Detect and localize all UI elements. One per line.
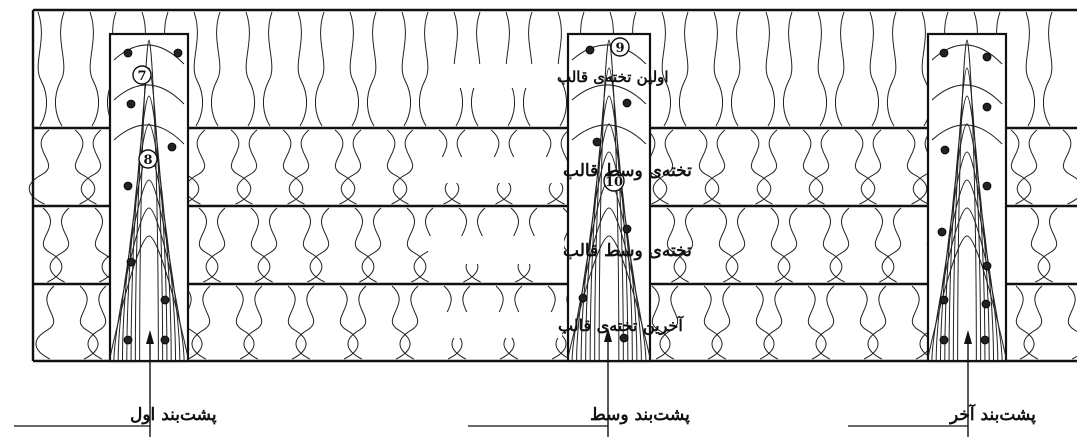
svg-text:8: 8 [143, 153, 152, 168]
cleat-arrow-middle [604, 328, 612, 437]
nail [173, 48, 183, 58]
nail [160, 335, 170, 345]
board-labels: اولین تخته‌ی قالب تخته‌ی وسط قالب تخته‌ی… [426, 64, 692, 338]
nail-number-9: 9 [610, 37, 630, 57]
svg-text:9: 9 [615, 41, 624, 56]
nail [123, 335, 133, 345]
cleat-label-middle: پشت‌بند وسط [590, 405, 690, 425]
nail [981, 299, 991, 309]
nail-number-7: 7 [132, 65, 152, 85]
nail [160, 295, 170, 305]
cleat-last [926, 32, 1008, 363]
cleat-arrow-first [146, 330, 154, 437]
nail [167, 142, 177, 152]
cleat-first [108, 32, 190, 363]
svg-text:7: 7 [137, 69, 146, 84]
nail [123, 48, 133, 58]
cleat-arrows [146, 328, 972, 437]
cleat-arrow-last [964, 330, 972, 437]
nail [982, 52, 992, 62]
nail [622, 98, 632, 108]
nail [585, 45, 595, 55]
nail [592, 137, 602, 147]
nail [939, 295, 949, 305]
nail [126, 257, 136, 267]
cleat-grain [109, 39, 1007, 362]
nail-number-10: 10 [603, 170, 625, 192]
board-label-middle-2: تخته‌ی وسط قالب [563, 241, 692, 261]
nail [619, 333, 629, 343]
nails [123, 45, 992, 345]
nail [939, 48, 949, 58]
cleat-labels: پشت‌بند اول پشت‌بند وسط پشت‌بند آخر [14, 403, 1036, 427]
cleat-label-first: پشت‌بند اول [130, 405, 217, 425]
nail [123, 181, 133, 191]
nail [982, 261, 992, 271]
nail [578, 293, 588, 303]
svg-text:10: 10 [605, 175, 623, 190]
nail [937, 227, 947, 237]
board-edges [31, 8, 1077, 363]
board-label-middle-1: تخته‌ی وسط قالب [563, 161, 692, 181]
nail [939, 335, 949, 345]
nail [982, 181, 992, 191]
nail [980, 335, 990, 345]
nail [940, 145, 950, 155]
nail-numbers: 7 8 9 10 [132, 37, 630, 192]
board-label-last: آخرین تخته‌ی قالب [558, 314, 684, 336]
nail-number-8: 8 [138, 149, 158, 169]
nail [982, 102, 992, 112]
cleat-label-last: پشت‌بند آخر [948, 403, 1036, 425]
nail [126, 99, 136, 109]
cleat-middle [566, 32, 652, 363]
cleats [108, 32, 1008, 363]
board-label-first: اولین تخته‌ی قالب [557, 68, 669, 86]
nail [622, 224, 632, 234]
